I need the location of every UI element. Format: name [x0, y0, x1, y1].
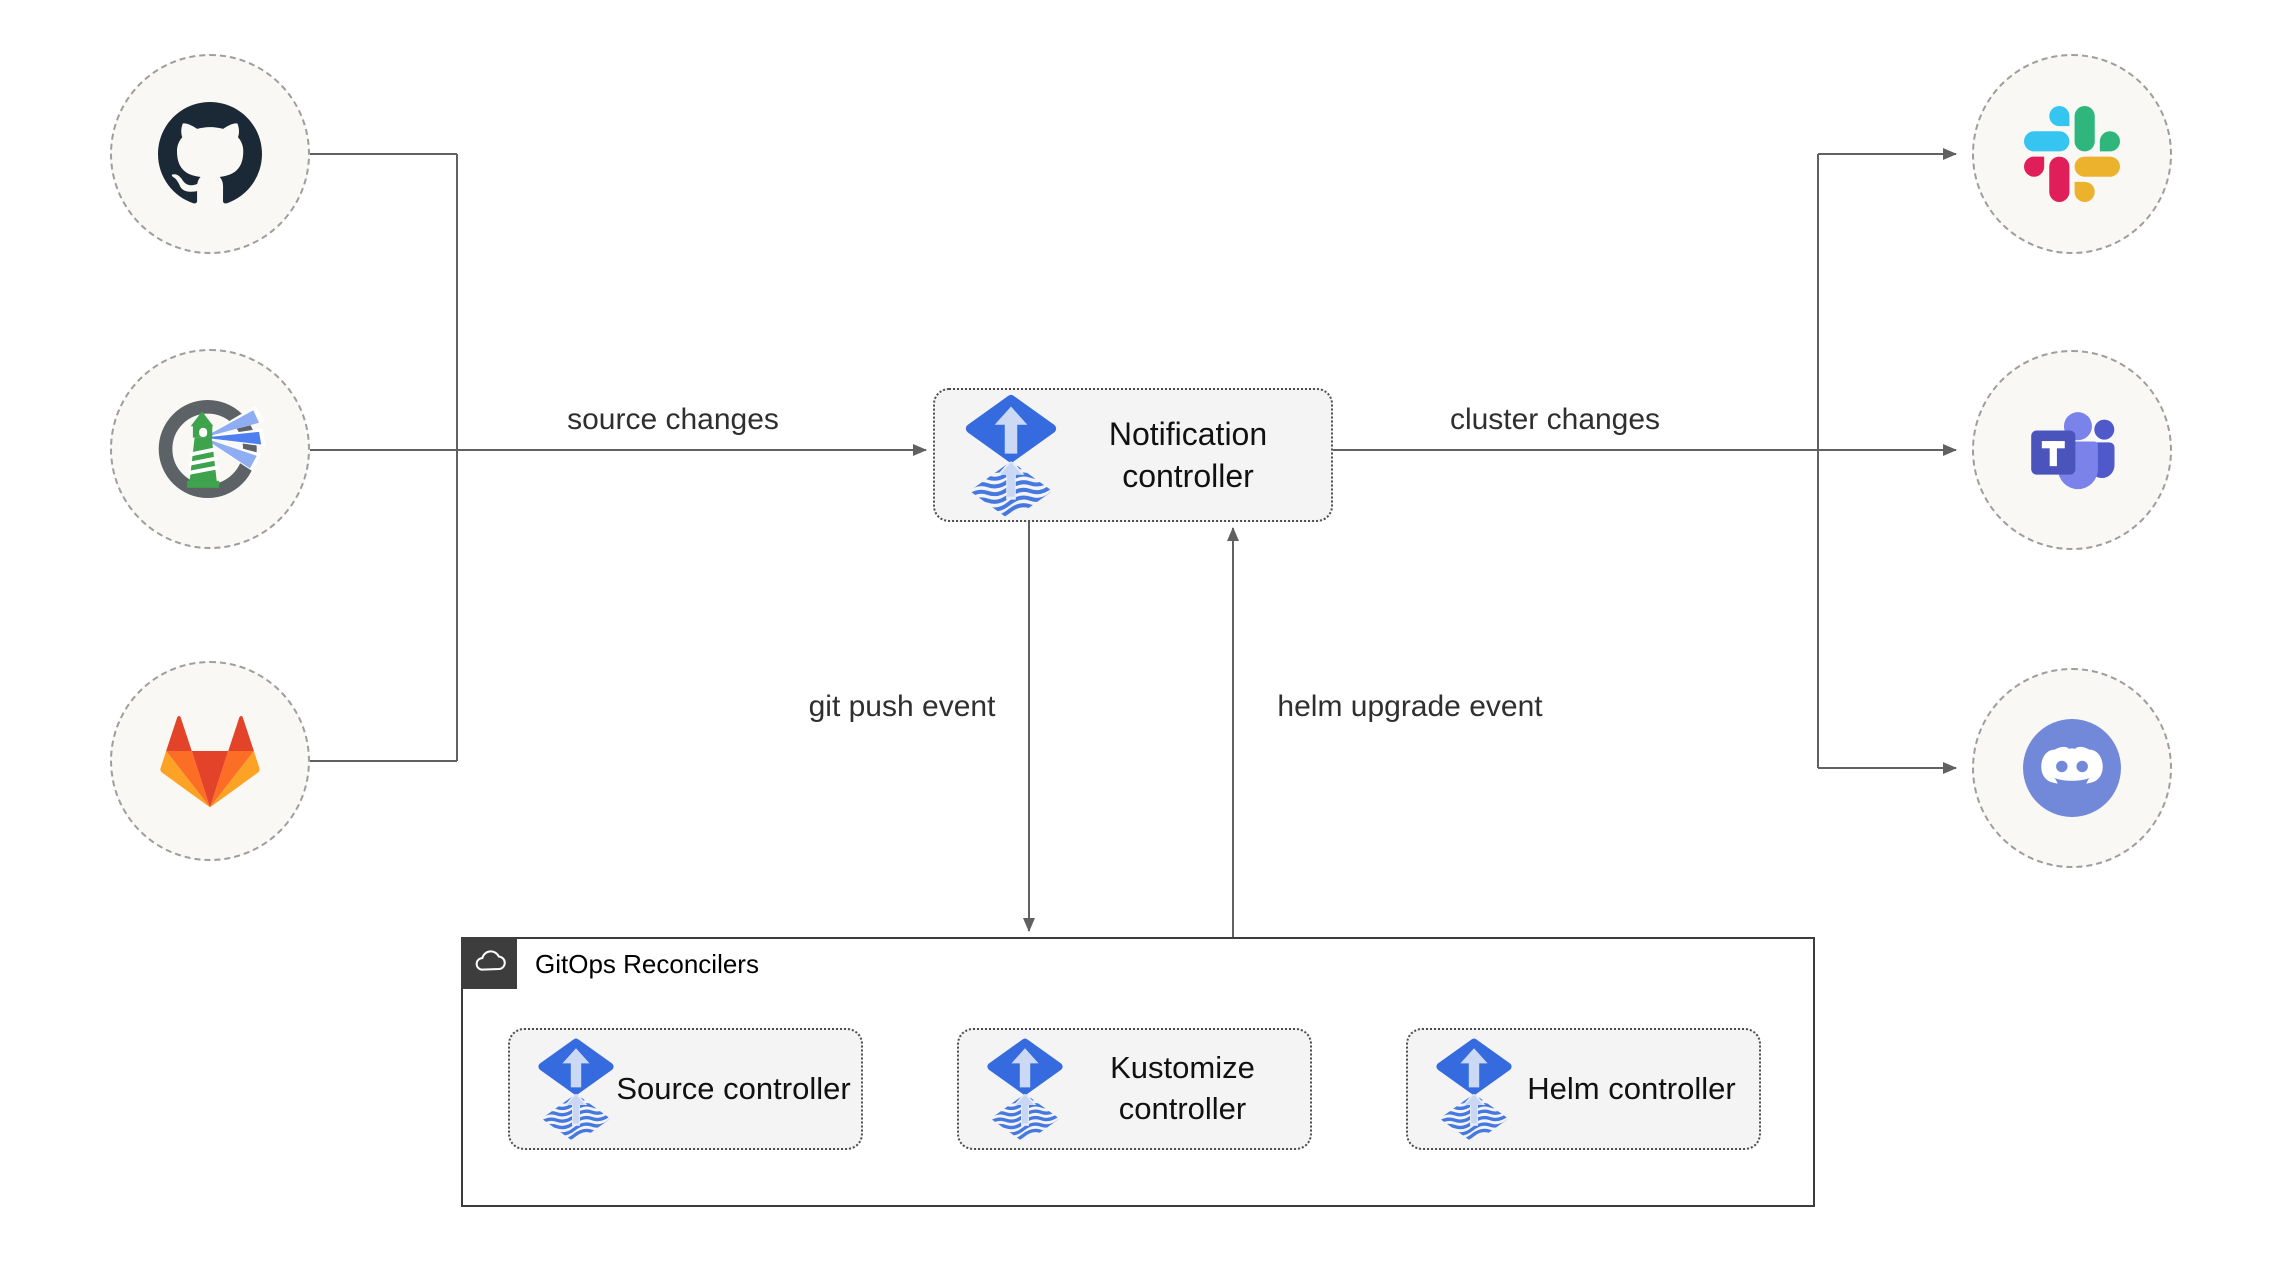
group-badge	[461, 937, 517, 989]
node-label: Source controller	[616, 1070, 851, 1106]
flux-icon	[1434, 1036, 1514, 1142]
target-node-teams	[1972, 350, 2172, 550]
node-helm-controller: Helm controller	[1406, 1028, 1761, 1150]
edge-label-helm-upgrade-event: helm upgrade event	[1277, 690, 1543, 723]
target-node-slack	[1972, 54, 2172, 254]
flux-icon	[985, 1036, 1065, 1142]
edge-label-source-changes: source changes	[567, 403, 779, 436]
slack-icon	[2024, 106, 2120, 202]
source-node-harbor	[110, 349, 310, 549]
node-source-controller: Source controller	[508, 1028, 863, 1150]
node-label: Kustomize controller	[1110, 1050, 1255, 1126]
microsoft-teams-icon	[2031, 412, 2115, 490]
flux-icon	[536, 1036, 616, 1142]
edge-label-cluster-changes: cluster changes	[1449, 403, 1661, 436]
node-label: Helm controller	[1527, 1070, 1736, 1106]
flux-icon	[963, 392, 1059, 519]
gitlab-icon	[160, 716, 260, 808]
node-notification-controller: Notification controller	[933, 388, 1333, 522]
source-node-gitlab	[110, 661, 310, 861]
github-icon	[158, 102, 262, 204]
discord-icon	[2023, 719, 2121, 817]
edge-label-git-push-event: git push event	[808, 690, 996, 723]
harbor-icon	[158, 399, 266, 499]
node-kustomize-controller: Kustomize controller	[957, 1028, 1312, 1150]
cloud-icon	[475, 950, 506, 971]
source-node-github	[110, 54, 310, 254]
group-title: GitOps Reconcilers	[535, 949, 759, 979]
target-node-discord	[1972, 668, 2172, 868]
node-label: Notification controller	[1108, 415, 1268, 494]
